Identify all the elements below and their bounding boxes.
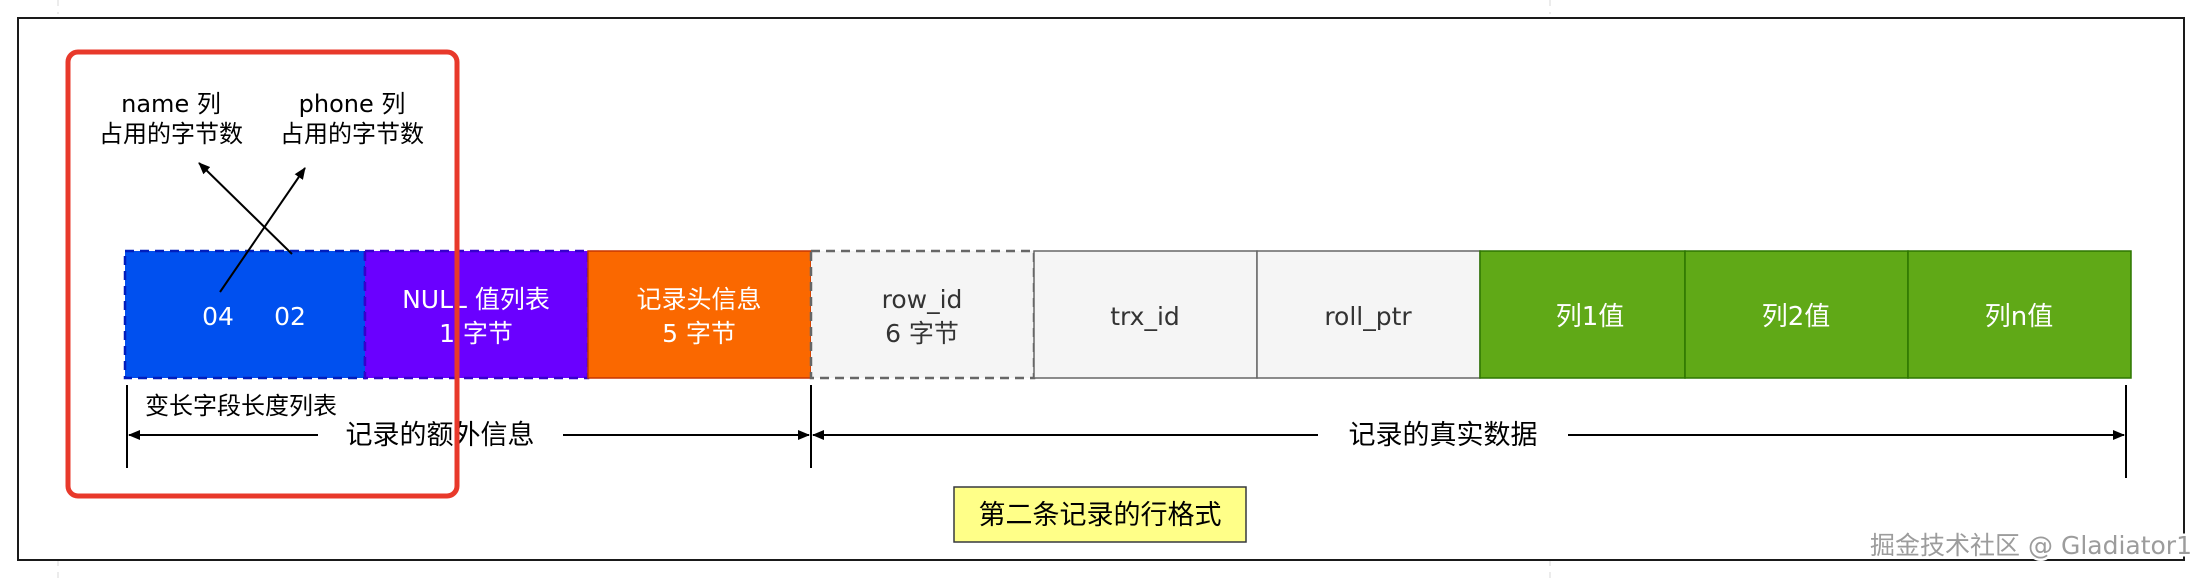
row-id-size: 6 字节 [885, 319, 959, 348]
phone-col-desc: 占用的字节数 [280, 120, 424, 148]
roll-ptr-label: roll_ptr [1324, 302, 1412, 331]
col2-label: 列2值 [1762, 302, 1831, 332]
caption-box [953, 486, 1247, 543]
coln-label: 列n值 [1985, 302, 2053, 332]
highlight-box [65, 49, 460, 499]
name-to-phone-arrow [219, 167, 306, 293]
phone-to-name-arrow [198, 162, 293, 255]
col1-cell [1479, 250, 1686, 379]
row-id-label: row_id [882, 285, 963, 314]
record-header-size: 5 字节 [662, 319, 736, 348]
name-col-label: name 列 [121, 90, 221, 118]
caption-text: 第二条记录的行格式 [979, 500, 1222, 531]
watermark-outline: 掘金技术社区 @ Gladiator1 [1870, 531, 2192, 560]
varlen-caption: 变长字段长度列表 [145, 392, 337, 420]
record-header-label: 记录头信息 [636, 285, 761, 314]
phone-length-value: 02 [274, 302, 306, 331]
null-list-label: NULL 值列表 [402, 285, 550, 314]
trx-id-cell [1033, 250, 1258, 379]
name-length-value: 04 [202, 302, 234, 331]
real-data-label: 记录的真实数据 [1349, 420, 1538, 451]
col1-label: 列1值 [1556, 302, 1625, 332]
record-header-cell [587, 250, 812, 379]
watermark: 掘金技术社区 @ Gladiator1 [1870, 531, 2192, 560]
row-id-cell [809, 249, 1036, 380]
extra-info-label: 记录的额外信息 [346, 420, 535, 451]
phone-col-label: phone 列 [299, 90, 406, 118]
col2-cell [1684, 250, 1909, 379]
coln-cell [1907, 250, 2132, 379]
varlen-cell [123, 249, 367, 380]
null-list-size: 1 字节 [439, 319, 513, 348]
name-col-desc: 占用的字节数 [99, 120, 243, 148]
trx-id-label: trx_id [1110, 302, 1180, 331]
outer-frame [17, 17, 2185, 561]
null-list-cell [363, 249, 590, 380]
